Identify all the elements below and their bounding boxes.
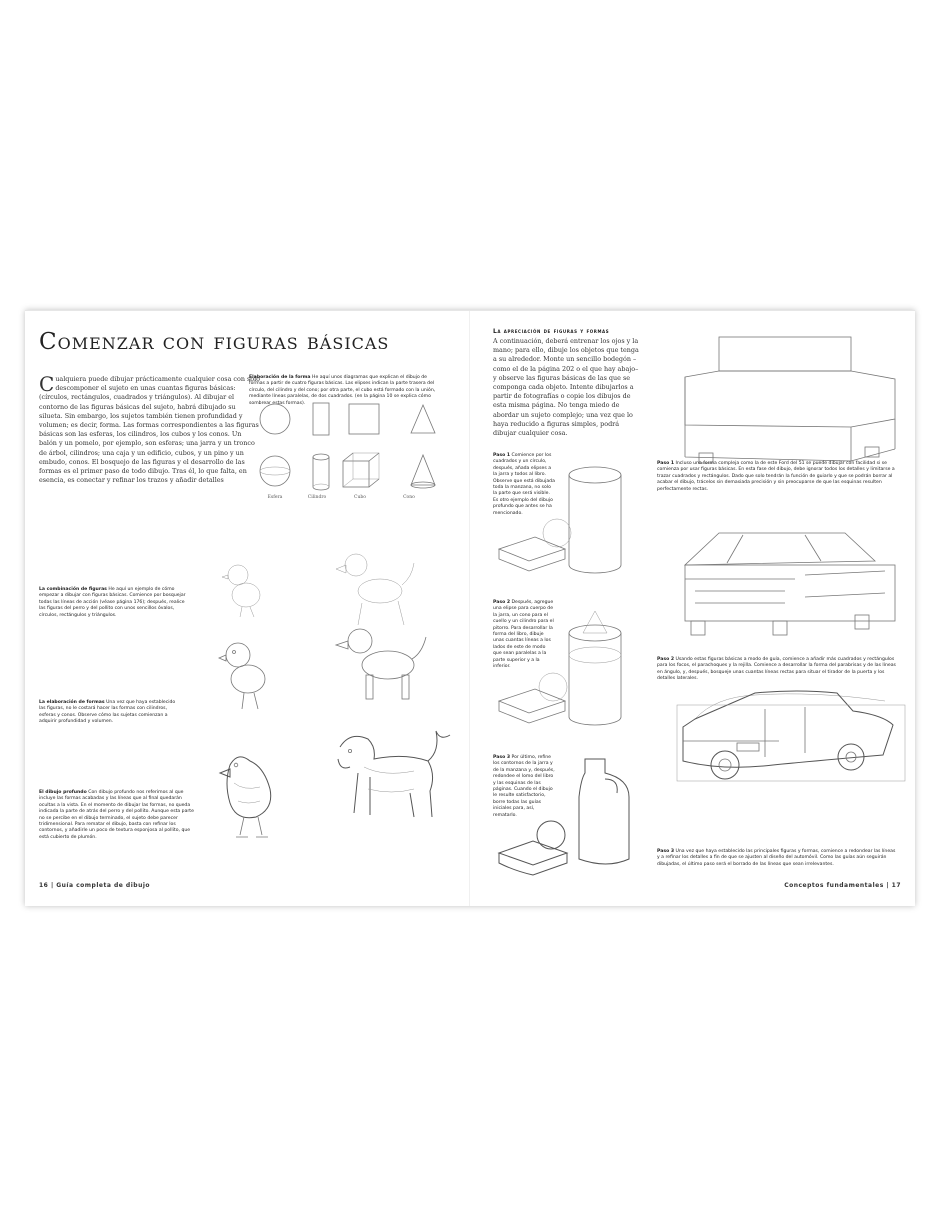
caption-deep-drawing: El dibujo profundo Con dibujo profundo n… [39, 790, 195, 841]
page-title: Comenzar con figuras básicas [39, 329, 390, 355]
shape-label-sphere: Esfera [267, 495, 283, 500]
step-text: Comience por los cuadrados y un círculo,… [493, 453, 555, 516]
cone-form [410, 453, 436, 486]
step-title: Paso 1 [657, 461, 675, 466]
car-sketches [676, 336, 906, 782]
caption-title: La elaboración de formas [39, 700, 105, 705]
caption-forms: La elaboración de formas Una vez que hay… [39, 700, 179, 726]
caption-title: La combinación de figuras [39, 587, 107, 592]
car-step-2-sketch [683, 532, 876, 566]
step-title: Paso 1 [493, 453, 511, 458]
step-text: Una vez que haya establecido las princip… [657, 849, 896, 867]
square-shape [348, 403, 380, 435]
still-life-step-1: Paso 1 Comience por los cuadrados y un c… [493, 453, 555, 517]
step-text: Después, agregue una elipse para cuerpo … [493, 600, 554, 670]
drop-cap: C [39, 372, 55, 396]
cube-form [342, 460, 370, 488]
intro-text: ualquiera puede dibujar prácticamente cu… [39, 375, 261, 485]
still-life-sketches [497, 466, 630, 876]
caption-text: Con dibujo profundo nos referimos al que… [39, 790, 194, 840]
shape-label-cylinder: Cilindro [307, 495, 327, 500]
dog-sketches [334, 553, 451, 818]
step-title: Paso 3 [657, 849, 675, 854]
triangle-shape [410, 403, 436, 434]
forms-caption: Elaboración de la forma He aquí unos dia… [249, 375, 439, 407]
still-life-step-2: Paso 2 Después, agregue una elipse para … [493, 600, 555, 670]
basic-shapes-sketch [259, 402, 436, 491]
caption-title: El dibujo profundo [39, 790, 87, 795]
step-title: Paso 2 [657, 657, 675, 662]
step-title: Paso 3 [493, 755, 511, 760]
section-heading: La apreciación de figuras y formas [493, 328, 610, 335]
forms-caption-title: Elaboración de la forma [249, 375, 311, 380]
shape-label-cone: Cono [403, 495, 415, 500]
car-step-1: Paso 1 Incluso una forma compleja como l… [657, 461, 897, 493]
car-step-3-sketch [694, 693, 886, 720]
still-life-step-3: Paso 3 Por último, refine los contornos … [493, 755, 555, 819]
car-step-2: Paso 2 Usando estas figuras básicas a mo… [657, 657, 897, 683]
forms-caption-text: He aquí unos diagramas que explican el d… [249, 375, 436, 406]
caption-text: Una vez que haya establecido las figuras… [39, 700, 176, 725]
chick-sketches [217, 564, 272, 838]
caption-text: He aquí un ejemplo de cómo empezar a dib… [39, 587, 186, 618]
caption-combination: La combinación de figuras He aquí un eje… [39, 587, 189, 619]
step-title: Paso 2 [493, 600, 511, 605]
circle-shape [259, 403, 291, 435]
cylinder-form [312, 453, 330, 461]
sphere-form [259, 455, 291, 487]
step-text: Por último, refine los contornos de la j… [493, 755, 555, 818]
step-text: Incluso una forma compleja como la de es… [657, 461, 895, 492]
right-footer: Conceptos fundamentales | 17 [784, 882, 901, 889]
section-paragraph: A continuación, deberá entrenar los ojos… [493, 337, 639, 438]
step-text: Usando estas figuras básicas a modo de g… [657, 657, 896, 682]
page-gutter [469, 311, 470, 906]
shape-label-cube: Cubo [354, 495, 366, 500]
rectangle-shape [312, 402, 330, 436]
car-step-3: Paso 3 Una vez que haya establecido las … [657, 849, 897, 868]
car-step-1-sketch [718, 336, 852, 372]
left-footer: 16 | Guía completa de dibujo [39, 882, 151, 889]
